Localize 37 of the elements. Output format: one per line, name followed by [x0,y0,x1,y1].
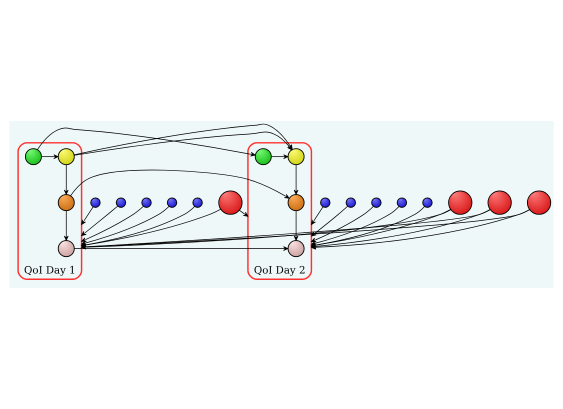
node-circle [58,240,75,258]
node-circle [396,197,408,208]
arrow [74,246,288,251]
node-circle [116,197,126,208]
arrow [64,210,69,241]
node-circle [166,197,178,208]
node-circle [254,148,272,166]
node-circle [448,190,472,215]
node-circle [90,197,101,208]
arrow [271,154,288,159]
arrow [294,164,298,195]
arrow [294,210,298,241]
node-circle [422,197,433,208]
node-circle [288,148,305,166]
node-circle [58,194,75,212]
arrow [311,206,324,225]
node-circle [320,197,330,208]
arrow [81,206,118,236]
node-circle [288,240,305,258]
cluster: QoI Day 1 [17,142,82,280]
node-circle [192,197,203,208]
arrow [41,154,59,159]
node-circle [488,190,512,215]
arrow [81,206,94,225]
node-circle [141,197,152,208]
arrow [70,170,290,199]
node-circle [58,148,75,166]
node-circle [288,194,305,212]
node-circle [526,190,552,215]
arrow [64,164,69,195]
node-circle [371,197,382,208]
node-circle [218,190,243,215]
arrow [37,128,256,157]
node-circle [24,148,42,166]
arrow [239,210,248,217]
arrow [81,206,144,242]
node-circle [346,197,356,208]
